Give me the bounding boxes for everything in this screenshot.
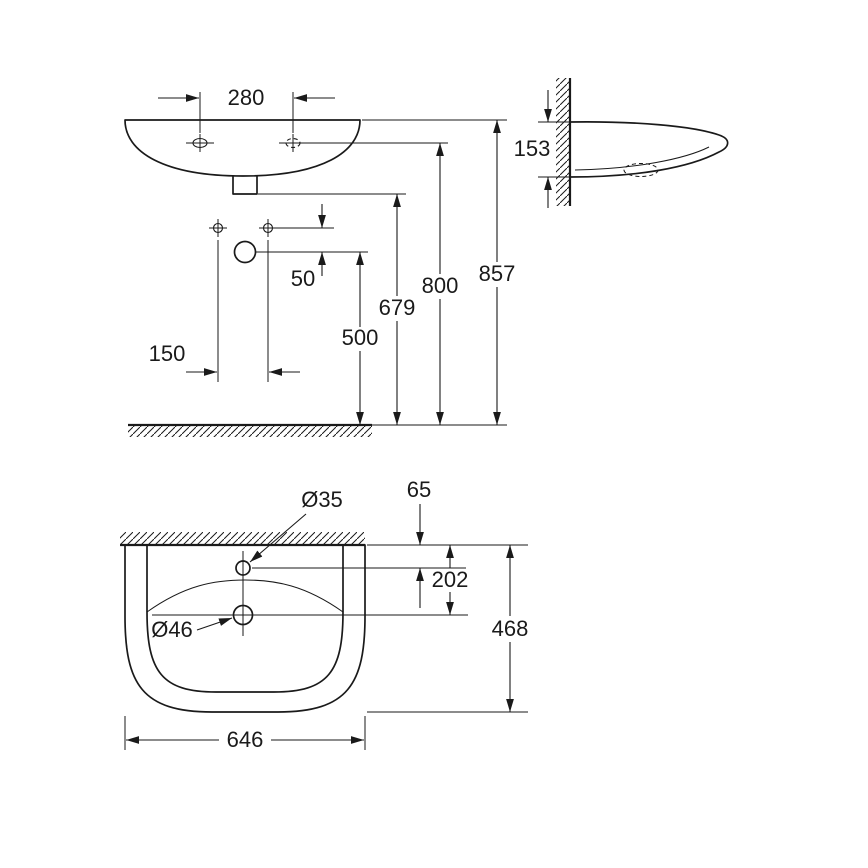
tap-hole-plan bbox=[235, 560, 251, 576]
dim-fixing-to-siphon: 50 bbox=[277, 204, 334, 291]
dim-label-dia46: Ø46 bbox=[151, 617, 193, 642]
dim-basin-height-side: 153 bbox=[514, 90, 576, 208]
fixing-hole-right bbox=[259, 219, 277, 237]
dim-label-646: 646 bbox=[227, 727, 264, 752]
fixing-hole-left bbox=[209, 219, 227, 237]
dim-drain-offset: 202 bbox=[432, 545, 469, 615]
dim-label-857: 857 bbox=[479, 261, 516, 286]
wall-hatch-plan bbox=[120, 532, 365, 545]
dim-label-500: 500 bbox=[342, 325, 379, 350]
dim-tap-hole-offset: 65 bbox=[407, 477, 431, 608]
dim-rim-height: 857 bbox=[479, 120, 516, 425]
dim-label-153: 153 bbox=[514, 136, 551, 161]
dim-label-50: 50 bbox=[291, 266, 315, 291]
dim-fixing-hole-spacing: 150 bbox=[149, 240, 300, 382]
drain-hole-plan bbox=[232, 604, 254, 626]
leader-drain-dia bbox=[196, 617, 233, 631]
dim-label-280: 280 bbox=[228, 85, 265, 110]
dim-tap-hole-diameter: Ø35 bbox=[249, 487, 343, 563]
dim-label-800: 800 bbox=[422, 273, 459, 298]
floor bbox=[128, 423, 507, 437]
wall-hatch-side bbox=[556, 78, 570, 206]
basin-side-profile bbox=[569, 121, 729, 178]
dim-drain-diameter: Ø46 bbox=[151, 617, 233, 642]
basin-side-inner-edge bbox=[574, 146, 710, 171]
siphon-circle bbox=[233, 240, 257, 264]
basin-plan-outline bbox=[124, 544, 366, 713]
dim-overall-width: 646 bbox=[124, 716, 366, 752]
dim-label-202: 202 bbox=[432, 567, 469, 592]
dim-label-dia35: Ø35 bbox=[301, 487, 343, 512]
drain-outlet-front bbox=[232, 175, 258, 195]
dim-siphon-height: 500 bbox=[342, 252, 379, 425]
dim-label-468: 468 bbox=[492, 616, 529, 641]
tap-hole-left bbox=[186, 134, 214, 152]
dim-label-65: 65 bbox=[407, 477, 431, 502]
overflow-detail bbox=[623, 163, 659, 177]
basin-plan-inner bbox=[146, 544, 344, 693]
side-view: 153 bbox=[514, 78, 729, 208]
leader-tap-hole-dia bbox=[249, 513, 307, 563]
plan-view: Ø35 Ø46 65 202 468 bbox=[120, 477, 528, 752]
dim-label-150: 150 bbox=[149, 341, 186, 366]
front-view: 280 50 150 bbox=[124, 85, 516, 437]
dim-label-679: 679 bbox=[379, 295, 416, 320]
bowl-back-edge bbox=[146, 579, 344, 613]
dim-outlet-height: 679 bbox=[379, 194, 416, 425]
basin-front-outline bbox=[124, 119, 361, 177]
dim-overall-depth: 468 bbox=[492, 545, 529, 712]
dim-tap-hole-spacing: 280 bbox=[158, 85, 335, 133]
floor-hatch bbox=[128, 425, 372, 437]
dim-tap-ledge-height: 800 bbox=[422, 143, 459, 425]
